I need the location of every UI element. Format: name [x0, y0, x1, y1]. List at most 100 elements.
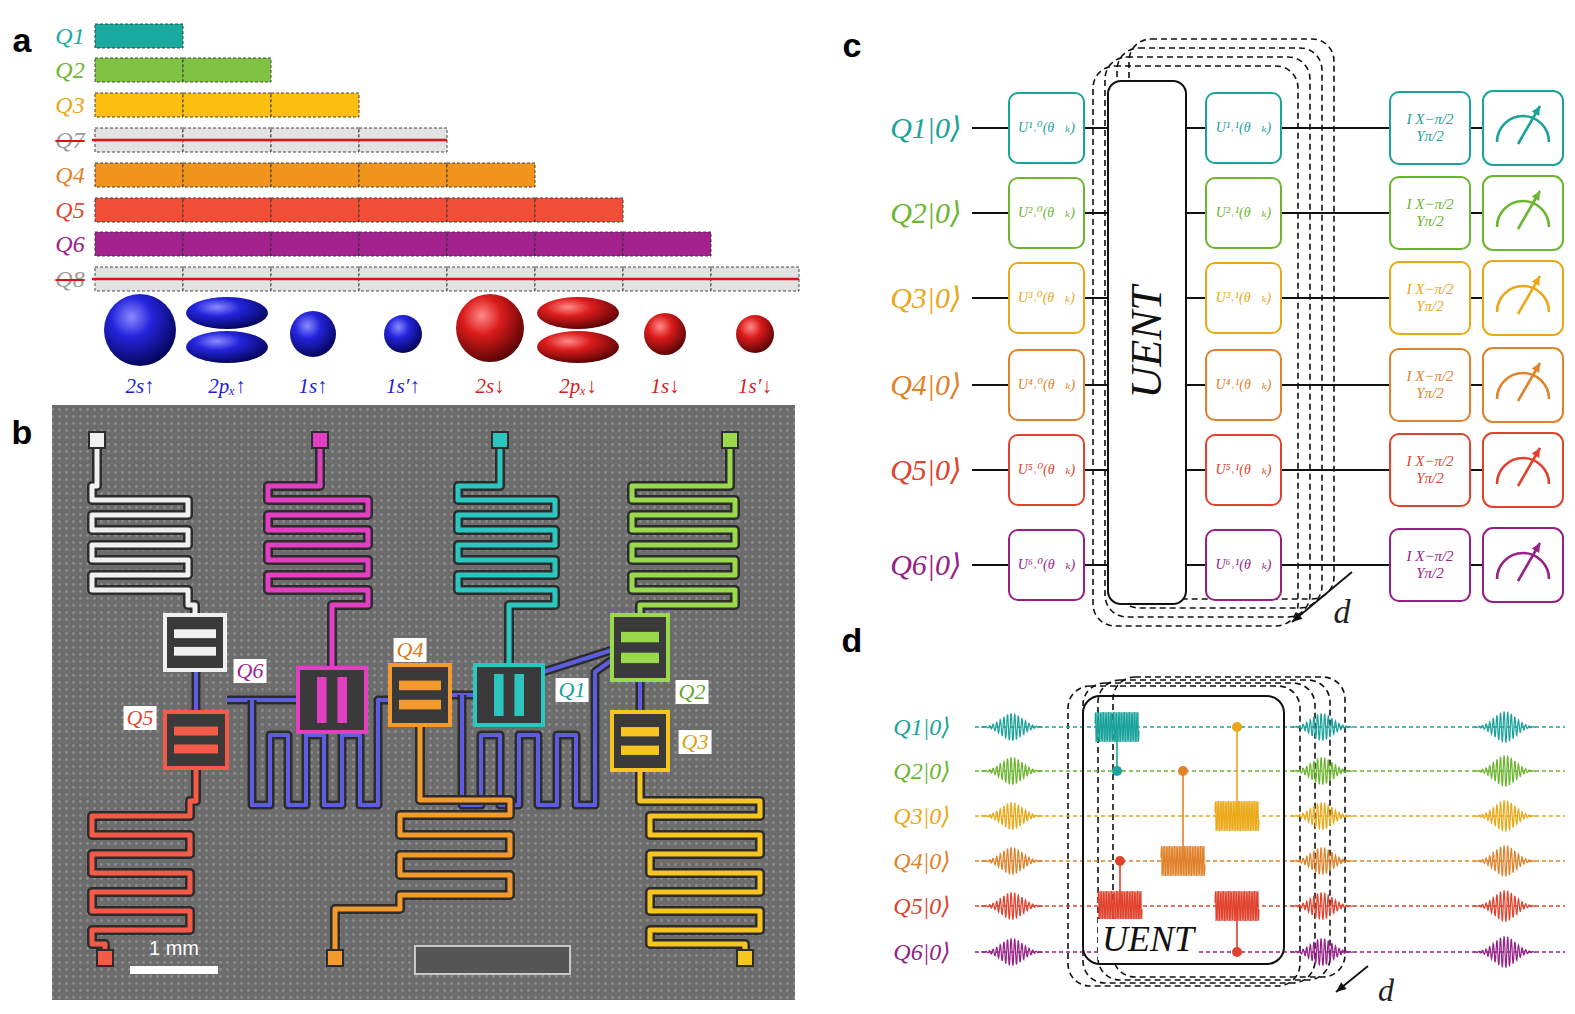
qubit-wire — [1085, 564, 1107, 566]
gate-label: I X−π/2 Yπ/2 — [1395, 111, 1465, 146]
register-bar-segment — [359, 232, 447, 256]
panel-letter: a — [13, 23, 32, 57]
panel-letter: d — [842, 623, 863, 657]
microwave-pulse — [981, 892, 1043, 919]
entangler-box: UENT — [1107, 80, 1187, 605]
figure-label: 1s↑ — [298, 376, 327, 397]
meter-arc — [1497, 458, 1549, 484]
figure-label: Q6|0⟩ — [893, 940, 950, 964]
entangler-label: UENT — [1098, 919, 1198, 960]
panel-letter: b — [12, 415, 33, 449]
control-dot — [1112, 766, 1122, 776]
readout-resonator — [335, 725, 510, 958]
register-bar-segment — [183, 232, 271, 256]
figure-label: Q7 — [55, 128, 84, 152]
gate-label: U⁶˒¹(θ⃗ₖ) — [1215, 557, 1271, 573]
gate-box: U⁶˒¹(θ⃗ₖ) — [1205, 529, 1282, 601]
microwave-pulse — [981, 713, 1043, 740]
entangler-box: UENT — [1082, 695, 1285, 965]
figure-label: d — [1378, 974, 1394, 1006]
gate-box: U³˒⁰(θ⃗ₖ) — [1008, 262, 1085, 334]
qubit-frame — [612, 615, 668, 680]
register-bar-segment — [95, 93, 183, 117]
qubit-pad — [174, 744, 218, 753]
gate-label: U⁴˒⁰(θ⃗ₖ) — [1018, 377, 1075, 393]
figure-label: Q5 — [124, 706, 157, 730]
microwave-pulse — [1474, 755, 1536, 786]
orbital-p-lobe — [186, 297, 268, 329]
pre-rotation-box: I X−π/2 Yπ/2 — [1389, 176, 1471, 250]
qubit-wire — [1187, 297, 1205, 299]
qubit-wire — [972, 297, 1010, 299]
figure-label: Q4 — [55, 163, 84, 187]
register-bar-segment — [271, 163, 359, 187]
bond-pad — [89, 432, 105, 448]
measurement-box — [1483, 176, 1563, 250]
register-bar-segment — [623, 232, 711, 256]
qubit-pad — [337, 677, 347, 723]
orbital-s — [104, 294, 176, 366]
gate-pulse-ground — [1161, 846, 1205, 876]
meter-needle — [1518, 106, 1540, 144]
measurement-box — [1483, 348, 1563, 422]
figure-label: Q5|0⟩ — [890, 455, 962, 485]
gate-label: U⁵˒¹(θ⃗ₖ) — [1215, 462, 1271, 478]
meter-arc — [1497, 286, 1549, 312]
readout-resonator-gap — [92, 440, 195, 615]
register-bar-segment — [535, 198, 623, 222]
qubit-wire — [1085, 297, 1107, 299]
figure-label: 2s↑ — [125, 376, 154, 397]
qubit-pad — [174, 629, 216, 638]
figure-label: Q4 — [394, 638, 427, 662]
flux-pulse — [1215, 801, 1259, 831]
figure-label: Q6 — [234, 659, 267, 683]
register-bar-segment — [447, 198, 535, 222]
readout-resonator — [92, 768, 196, 958]
register-bar-segment — [95, 58, 183, 82]
entangler-label: UENT — [1122, 286, 1173, 398]
scale-bar — [130, 966, 218, 974]
qubit-frame — [390, 665, 450, 725]
qubit-wire — [1282, 297, 1389, 299]
gate-box: U⁶˒⁰(θ⃗ₖ) — [1008, 529, 1085, 601]
gate-box: U⁴˒⁰(θ⃗ₖ) — [1008, 349, 1085, 421]
qubit-pad — [399, 681, 441, 691]
register-bar-segment — [271, 93, 359, 117]
readout-resonator — [640, 770, 760, 958]
qubit-pad — [621, 746, 659, 755]
gate-pulse-ground — [1215, 891, 1259, 921]
readout-resonator-gap — [92, 768, 196, 958]
pre-rotation-box: I X−π/2 Yπ/2 — [1389, 91, 1471, 165]
figure-label: Q3 — [55, 93, 84, 117]
qubit-wire — [1470, 212, 1483, 214]
qubit-pad — [399, 700, 441, 710]
qubit-wire — [972, 127, 1010, 129]
microwave-pulse — [1474, 845, 1536, 876]
control-dot — [1178, 766, 1188, 776]
qubit-pad — [317, 677, 327, 723]
register-bar-segment — [271, 198, 359, 222]
gate-label: U⁵˒⁰(θ⃗ₖ) — [1018, 462, 1075, 478]
qubit-wire — [1470, 384, 1483, 386]
microwave-pulse — [1291, 847, 1353, 874]
control-dot — [1232, 947, 1242, 957]
gate-pulse-ground — [1215, 801, 1259, 831]
chip-logo — [415, 946, 570, 974]
orbital-s — [644, 313, 686, 355]
microwave-pulse — [1291, 713, 1353, 740]
readout-resonator-gap — [640, 770, 760, 958]
depth-arrow-head — [1292, 612, 1303, 622]
figure-label: d — [1334, 595, 1351, 629]
qubit-pad — [174, 727, 218, 736]
flux-pulse — [1095, 712, 1139, 742]
register-bar-segment — [359, 198, 447, 222]
qubit-wire — [1470, 564, 1483, 566]
meter-needle-head — [1532, 448, 1540, 458]
figure-label: Q3|0⟩ — [890, 283, 962, 313]
gate-label: U²˒⁰(θ⃗ₖ) — [1018, 205, 1075, 221]
register-bar-segment — [447, 163, 535, 187]
figure-label: Q1 — [556, 678, 589, 702]
